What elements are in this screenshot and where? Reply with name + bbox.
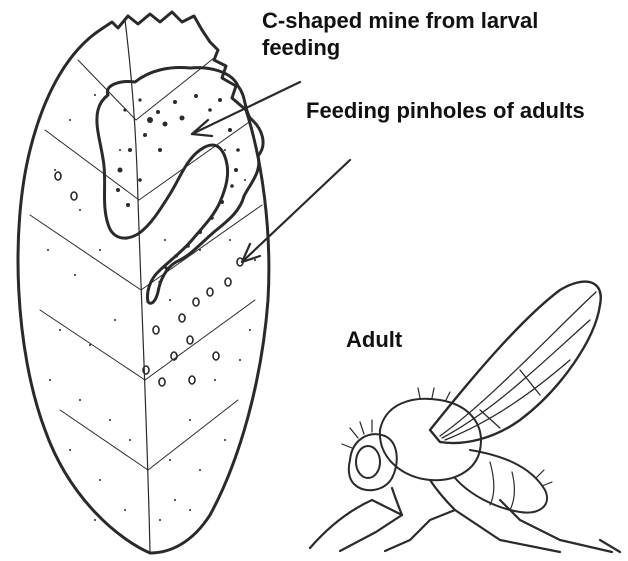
mine-label-line2: feeding xyxy=(262,35,538,62)
mine-label-line1: C-shaped mine from larval xyxy=(262,8,538,35)
fly-abdomen xyxy=(455,450,547,513)
leaf-drawing xyxy=(18,12,269,553)
fly-legs xyxy=(310,480,620,552)
fly-bristles xyxy=(342,388,552,486)
fly-wing xyxy=(430,282,601,443)
arrow-to-mine xyxy=(192,82,300,136)
fly-eye xyxy=(356,446,380,478)
pinholes-label: Feeding pinholes of adults xyxy=(306,98,585,125)
adult-fly-drawing xyxy=(310,282,620,552)
mine-label: C-shaped mine from larval feeding xyxy=(262,8,538,62)
adult-label: Adult xyxy=(346,327,402,354)
feeding-pinholes xyxy=(55,172,243,386)
arrow-to-pinholes xyxy=(242,160,350,262)
